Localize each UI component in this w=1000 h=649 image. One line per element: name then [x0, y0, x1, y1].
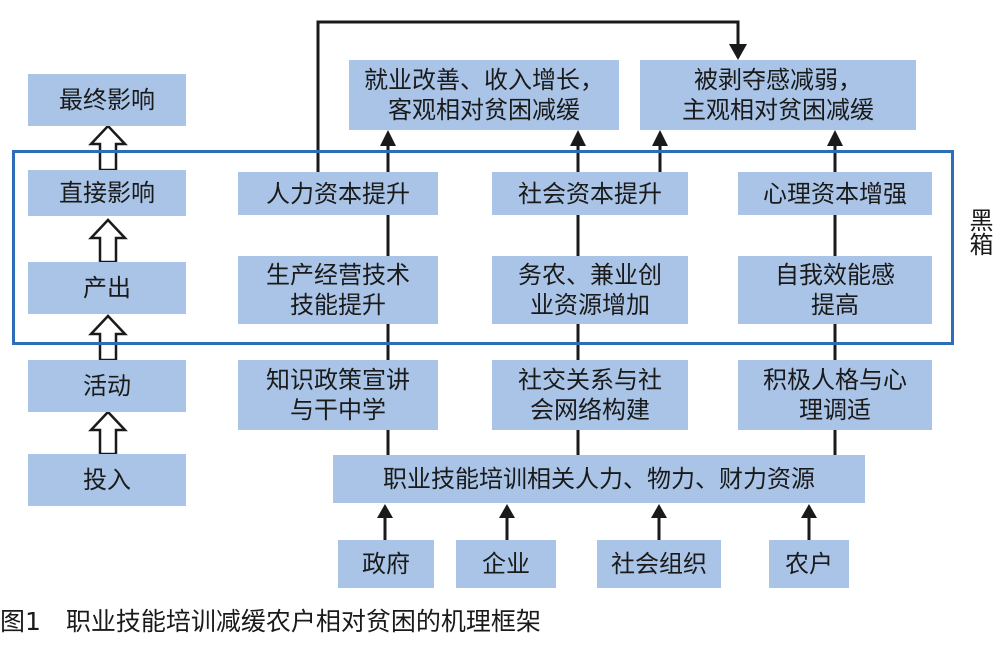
resource-output-box: 务农、兼业创 业资源增加 [492, 256, 688, 324]
black-box-frame [12, 150, 954, 345]
arrowheads-col2 [570, 130, 668, 146]
skill-output-box: 生产经营技术 技能提升 [238, 256, 438, 324]
farmers-box: 农户 [769, 540, 849, 588]
connector-human-to-subjective [316, 20, 740, 172]
resources-box: 职业技能培训相关人力、物力、财力资源 [333, 455, 865, 503]
activity-box: 活动 [28, 360, 186, 412]
subjective-outcome-box: 被剥夺感减弱， 主观相对贫困减缓 [640, 60, 916, 130]
personality-activity-box: 积极人格与心 理调适 [738, 360, 932, 430]
input-box: 投入 [28, 454, 186, 506]
arrowheads-col3 [827, 130, 843, 146]
black-box-label: 黑箱 [965, 208, 993, 256]
arrowheads-actors [377, 504, 817, 518]
efficacy-output-box: 自我效能感 提高 [738, 256, 932, 324]
network-activity-box: 社交关系与社 会网络构建 [492, 360, 688, 430]
human-capital-box: 人力资本提升 [238, 172, 438, 215]
enterprise-box: 企业 [456, 540, 556, 588]
social-org-box: 社会组织 [597, 540, 721, 588]
psych-capital-box: 心理资本增强 [738, 172, 932, 215]
figure-caption: 图1 职业技能培训减缓农户相对贫困的机理框架 [0, 607, 541, 636]
hollow-arrows [88, 124, 128, 456]
final-impact-box: 最终影响 [28, 74, 186, 126]
objective-outcome-box: 就业改善、收入增长， 客观相对贫困减缓 [349, 60, 619, 130]
connector-actors [383, 518, 811, 540]
output-box: 产出 [28, 262, 186, 314]
arrowhead-top [729, 44, 747, 60]
direct-impact-box: 直接影响 [28, 170, 186, 216]
knowledge-activity-box: 知识政策宣讲 与干中学 [238, 360, 438, 430]
arrowheads-col1 [380, 130, 396, 146]
social-capital-box: 社会资本提升 [492, 172, 688, 215]
government-box: 政府 [338, 540, 434, 588]
